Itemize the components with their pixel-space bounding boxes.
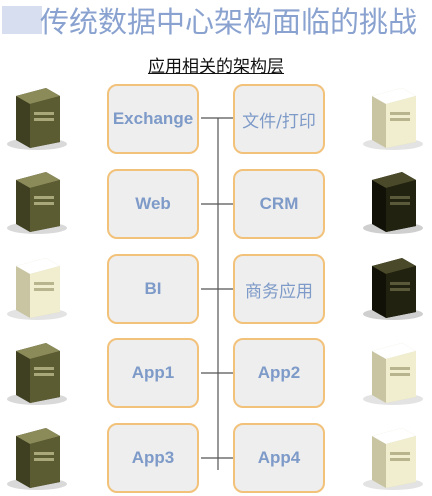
olive-server-icon xyxy=(7,343,67,405)
node-business-apps: 商务应用 xyxy=(233,254,325,324)
node-file-print: 文件/打印 xyxy=(233,84,325,154)
node-crm: CRM xyxy=(233,169,325,239)
dark-server-icon xyxy=(363,172,423,234)
light-server-icon xyxy=(363,88,423,150)
olive-server-icon xyxy=(7,172,67,234)
light-server-icon xyxy=(363,343,423,405)
diagram-subtitle: 应用相关的架构层 xyxy=(148,57,284,77)
node-app1: App1 xyxy=(107,338,199,408)
dark-server-icon xyxy=(363,258,423,320)
olive-server-icon xyxy=(7,428,67,490)
node-app4: App4 xyxy=(233,423,325,493)
node-bi: BI xyxy=(107,254,199,324)
node-web: Web xyxy=(107,169,199,239)
node-app3: App3 xyxy=(107,423,199,493)
light-server-icon xyxy=(363,428,423,490)
node-app2: App2 xyxy=(233,338,325,408)
olive-server-icon xyxy=(7,88,67,150)
page-title: 传统数据中心架构面临的挑战 xyxy=(40,5,418,39)
title-accent-bar xyxy=(2,6,42,34)
node-exchange: Exchange xyxy=(107,84,199,154)
light-server-icon xyxy=(7,258,67,320)
